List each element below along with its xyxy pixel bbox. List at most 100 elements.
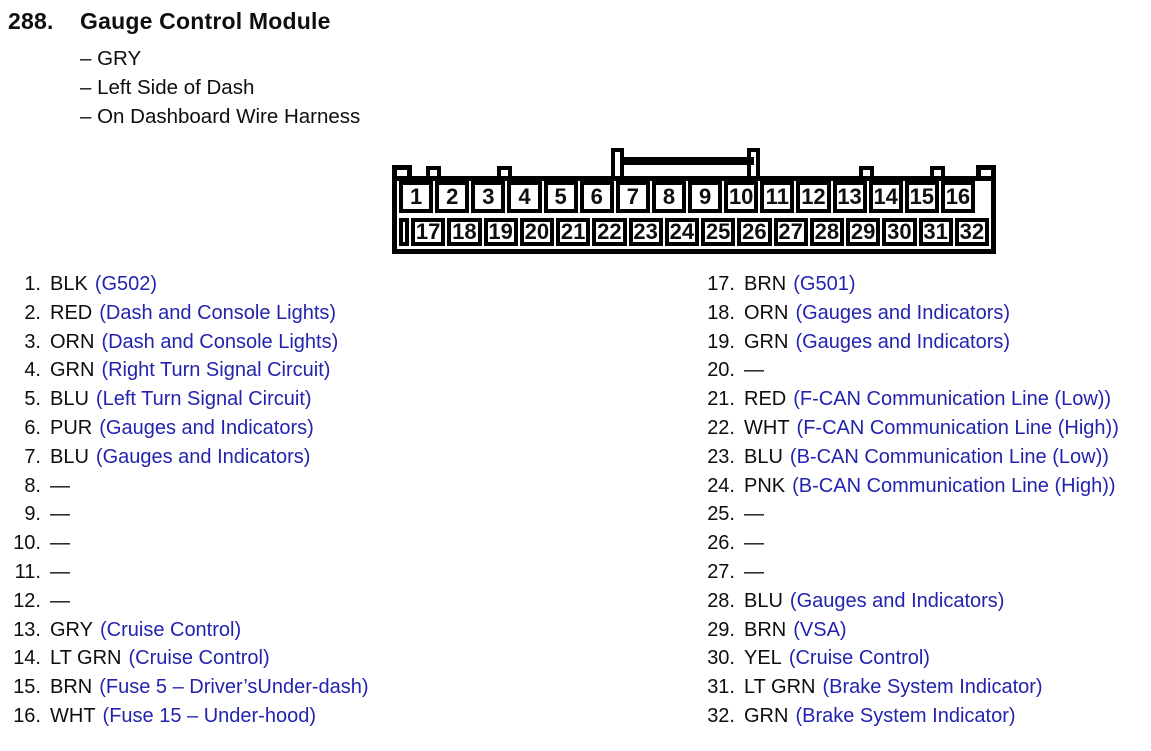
pin-row: 6.PUR(Gauges and Indicators) xyxy=(8,414,369,443)
pin-list-left: 1.BLK(G502) 2.RED(Dash and Console Light… xyxy=(8,270,369,731)
pin-number: 24. xyxy=(707,474,735,497)
pin-number: 8. xyxy=(24,474,41,497)
connector-pin: 23 xyxy=(628,218,663,246)
pin-row: 28. BLU (Gauges and Indicators) xyxy=(660,587,1119,616)
pin-number: 12. xyxy=(13,589,41,612)
connector-pin: 18 xyxy=(447,218,482,246)
connector-pin: 27 xyxy=(773,218,808,246)
pin-number: 10. xyxy=(13,532,41,555)
connector-top-row: 1 2 3 4 5 6 7 8 9 10 11 12 13 14 15 16 xyxy=(397,181,991,213)
pin-number: 30. xyxy=(707,647,735,670)
wire-color: BLU xyxy=(50,445,89,468)
circuit-label: (Gauges and Indicators) xyxy=(789,589,1005,612)
connector-pin: 13 xyxy=(832,181,867,213)
pin-number: 25. xyxy=(707,503,735,526)
wire-color: ORN xyxy=(50,330,95,353)
pin-number: 28. xyxy=(707,589,735,612)
pin-row: 7. BLU (Gauges and Indicators) xyxy=(8,443,369,472)
connector-pin: 8 xyxy=(651,181,686,213)
wire-color: BLU xyxy=(50,388,89,411)
pin-number: 7. xyxy=(24,445,41,468)
pin-number: 14. xyxy=(13,647,41,670)
detail-line: – On Dashboard Wire Harness xyxy=(80,105,361,128)
wire-color: BLK xyxy=(50,273,88,295)
page-title: Gauge Control Module xyxy=(80,8,331,34)
connector-pin: 30 xyxy=(882,218,917,246)
wire-color: — xyxy=(50,532,70,555)
connector-pin: 22 xyxy=(592,218,627,246)
pin-number: 19. xyxy=(707,330,735,353)
pin-row: 10. — xyxy=(8,529,369,558)
circuit-label: (VSA) xyxy=(793,618,847,641)
wire-color: GRN xyxy=(744,330,789,353)
pin-number: 4. xyxy=(24,359,41,382)
pin-number: 26. xyxy=(707,532,735,555)
circuit-label: (Gauges and Indicators) xyxy=(99,416,314,439)
wire-color: — xyxy=(50,560,70,583)
section-title-line: 288. Gauge Control Module xyxy=(8,8,360,35)
wire-color: LT GRN xyxy=(50,647,122,670)
pin-row: 3.ORN(Dash and Console Lights) xyxy=(8,328,369,357)
wire-color: RED xyxy=(50,301,93,324)
circuit-label: (Dash and Console Lights) xyxy=(99,301,337,324)
wire-color: BLU xyxy=(744,445,783,468)
wire-color: BLU xyxy=(744,589,783,612)
pin-row: 26.— xyxy=(660,529,1119,558)
connector-details: – GRY – Left Side of Dash – On Dashboard… xyxy=(80,44,360,131)
pin-number: 13. xyxy=(13,618,41,641)
pin-row: 32.GRN(Brake System Indicator) xyxy=(660,702,1119,731)
circuit-label: (Gauges and Indicators) xyxy=(795,330,1011,353)
pin-row: 13. GRY (Cruise Control) xyxy=(8,616,369,645)
wire-color: — xyxy=(744,359,764,382)
wire-color: GRN xyxy=(50,359,95,382)
pin-row: 5.BLU(Left Turn Signal Circuit) xyxy=(8,385,369,414)
detail-line: – GRY xyxy=(80,47,142,70)
connector-bottom-row: 17 18 19 20 21 22 23 24 25 26 27 28 29 3… xyxy=(397,218,991,246)
wire-color: BRN xyxy=(50,676,93,699)
circuit-label: (B-CAN Communication Line (High)) xyxy=(792,474,1116,497)
pin-row: 30.YEL(Cruise Control) xyxy=(660,644,1119,673)
connector-pin: 24 xyxy=(664,218,699,246)
wire-color: — xyxy=(50,503,70,526)
circuit-label: (Right Turn Signal Circuit) xyxy=(101,359,331,382)
pin-number: 31. xyxy=(707,676,735,699)
pin-row: 23. BLU (B-CAN Communication Line (Low)) xyxy=(660,443,1119,472)
pin-row: 12.— xyxy=(8,587,369,616)
pin-number: 11. xyxy=(14,560,41,583)
pin-row: 27.— xyxy=(660,558,1119,587)
connector-pin: 7 xyxy=(615,181,650,213)
pin-row: 20.— xyxy=(660,356,1119,385)
connector-pin: 10 xyxy=(724,181,759,213)
pin-number: 18. xyxy=(707,301,735,324)
wire-color: PNK xyxy=(744,474,786,497)
connector-pin: 20 xyxy=(519,218,554,246)
connector-pin: 28 xyxy=(809,218,844,246)
pin-list-right: 17.BRN(G501) 18. ORN (Gauges and Indicator… xyxy=(660,270,1119,731)
circuit-label: (B-CAN Communication Line (Low)) xyxy=(789,445,1109,468)
connector-pin: 5 xyxy=(543,181,578,213)
connector-latch-bar xyxy=(621,157,754,165)
pin-row: 11. — xyxy=(8,558,369,587)
wire-color: BRN xyxy=(744,618,787,641)
circuit-label: (Gauges and Indicators) xyxy=(95,445,311,468)
pin-row: 31.LT GRN(Brake System Indicator) xyxy=(660,673,1119,702)
pin-row: 4. GRN (Right Turn Signal Circuit) xyxy=(8,356,369,385)
wire-color: GRY xyxy=(50,618,93,641)
pin-row: 17.BRN(G501) xyxy=(660,270,1119,299)
wire-color: GRN xyxy=(744,704,789,727)
pin-number: 23. xyxy=(707,445,735,468)
pin-number: 27. xyxy=(707,560,735,583)
pin-row: 22.WHT(F-CAN Communication Line (High)) xyxy=(660,414,1119,443)
wire-color: RED xyxy=(744,388,787,411)
circuit-label: (Cruise Control) xyxy=(99,618,242,641)
connector-pin: 16 xyxy=(940,181,975,213)
connector-pin: 26 xyxy=(737,218,772,246)
wire-color: — xyxy=(50,474,70,497)
pin-row: 15.BRN(Fuse 5 – Driver’sUnder-dash) xyxy=(8,673,368,702)
pin-number: 21. xyxy=(707,388,735,411)
wire-color: PUR xyxy=(50,416,93,439)
pin-row: 25.— xyxy=(660,500,1119,529)
connector-pin: 15 xyxy=(904,181,939,213)
wire-color: ORN xyxy=(744,301,789,324)
pin-row: 8. — xyxy=(8,472,369,501)
